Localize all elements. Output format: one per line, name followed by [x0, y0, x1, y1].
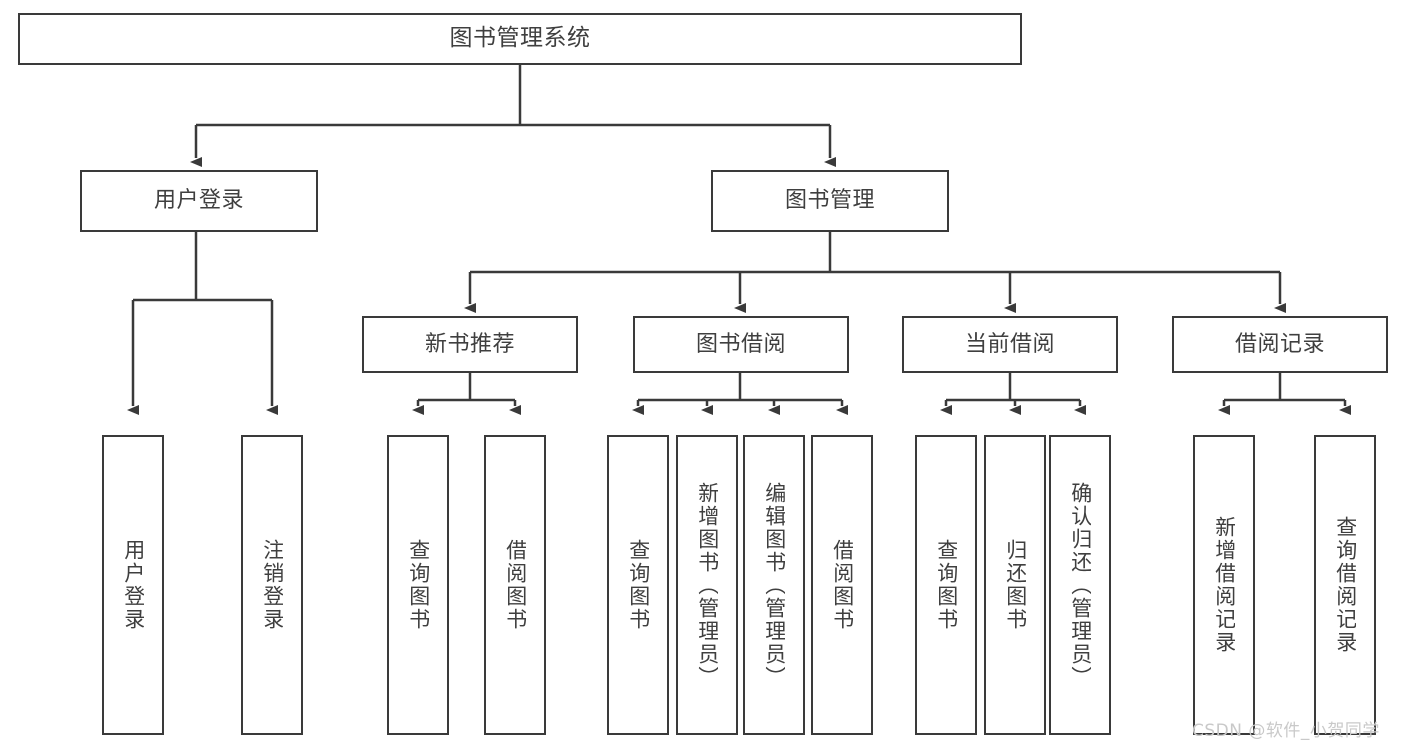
node-label: 查询借阅记录	[1334, 516, 1356, 654]
node-label: 用户登录	[153, 188, 244, 214]
node-label: 图书管理	[784, 188, 875, 214]
node-label: 借阅图书	[831, 539, 853, 631]
node-label: 新增借阅记录	[1213, 516, 1235, 654]
node-label: 查询图书	[935, 539, 957, 631]
leaf-confirm-return-admin[interactable]: 确认归还（管理员）	[1049, 435, 1111, 735]
leaf-query-book-current[interactable]: 查询图书	[915, 435, 977, 735]
leaf-add-book-admin[interactable]: 新增图书（管理员）	[676, 435, 738, 735]
node-label: 借阅记录	[1234, 331, 1325, 357]
node-label: 确认归还（管理员）	[1069, 481, 1091, 689]
node-root-book-management-system[interactable]: 图书管理系统	[18, 13, 1022, 65]
leaf-query-book-recommend[interactable]: 查询图书	[387, 435, 449, 735]
node-label: 图书借阅	[695, 331, 786, 357]
leaf-borrow-book-recommend[interactable]: 借阅图书	[484, 435, 546, 735]
leaf-return-book[interactable]: 归还图书	[984, 435, 1046, 735]
node-label: 归还图书	[1004, 539, 1026, 631]
node-label: 当前借阅	[964, 331, 1055, 357]
node-book-management[interactable]: 图书管理	[711, 170, 949, 232]
node-label: 注销登录	[261, 539, 283, 631]
node-label: 查询图书	[627, 539, 649, 631]
node-label: 查询图书	[407, 539, 429, 631]
leaf-edit-book-admin[interactable]: 编辑图书（管理员）	[743, 435, 805, 735]
node-borrow-record[interactable]: 借阅记录	[1172, 316, 1388, 373]
node-label: 新增图书（管理员）	[696, 481, 718, 689]
node-label: 用户登录	[122, 539, 144, 631]
leaf-borrow-book[interactable]: 借阅图书	[811, 435, 873, 735]
node-label: 新书推荐	[424, 331, 515, 357]
node-label: 编辑图书（管理员）	[763, 481, 785, 689]
csdn-watermark: CSDN @软件_小贺同学	[1192, 721, 1380, 741]
node-new-book-recommend[interactable]: 新书推荐	[362, 316, 578, 373]
leaf-logout[interactable]: 注销登录	[241, 435, 303, 735]
node-current-borrow[interactable]: 当前借阅	[902, 316, 1118, 373]
node-user-login[interactable]: 用户登录	[80, 170, 318, 232]
node-label: 图书管理系统	[449, 25, 591, 52]
leaf-query-book-borrow[interactable]: 查询图书	[607, 435, 669, 735]
leaf-add-borrow-record[interactable]: 新增借阅记录	[1193, 435, 1255, 735]
leaf-query-borrow-record[interactable]: 查询借阅记录	[1314, 435, 1376, 735]
node-label: 借阅图书	[504, 539, 526, 631]
node-book-borrow[interactable]: 图书借阅	[633, 316, 849, 373]
leaf-user-login[interactable]: 用户登录	[102, 435, 164, 735]
